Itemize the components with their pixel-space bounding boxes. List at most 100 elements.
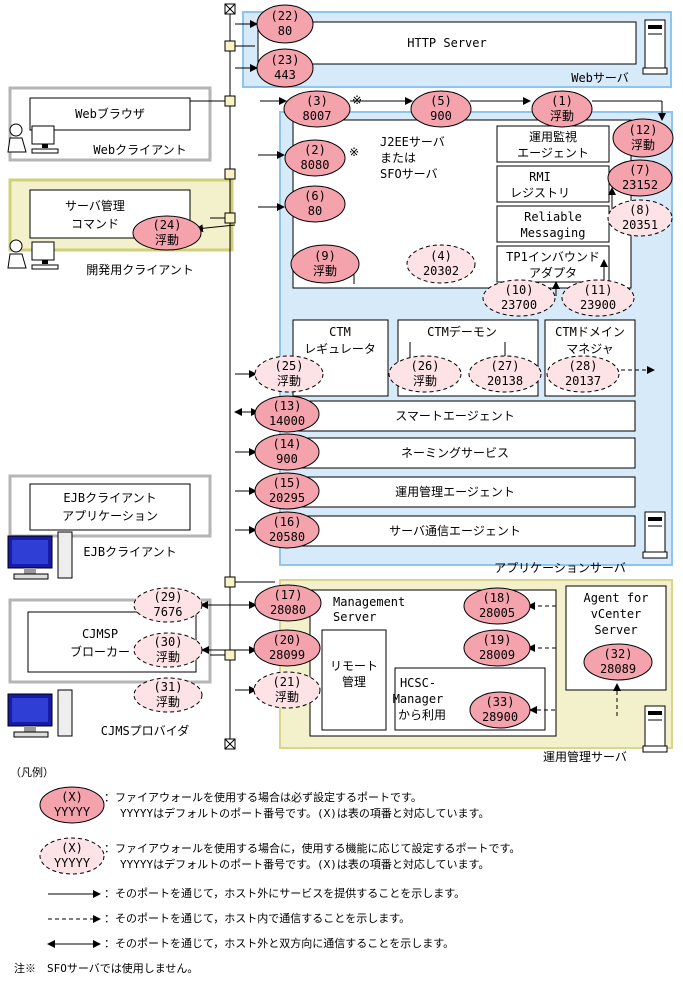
port-1-value: 浮動 xyxy=(550,109,574,123)
port-oval-21 xyxy=(253,671,321,709)
port-oval-14 xyxy=(254,433,320,471)
port-23-value: 443 xyxy=(274,68,296,82)
http-server-box xyxy=(257,21,637,65)
port-26-number: (26) xyxy=(411,359,440,373)
hcsc-label-1: HCSC- xyxy=(400,676,436,690)
legend-optional-value: YYYYY xyxy=(54,856,91,870)
port-24-number: (24) xyxy=(153,218,182,232)
port-28-number: (28) xyxy=(569,359,598,373)
legend-arrow-internal-desc: ：そのポートを通じて，ホスト内で通信することを示します。 xyxy=(104,912,411,925)
port-32-number: (32) xyxy=(604,647,633,661)
port-31-value: 浮動 xyxy=(156,695,180,709)
port-19-number: (19) xyxy=(483,633,512,647)
cjms-provider-label: CJMSプロバイダ xyxy=(101,723,189,738)
port-oval-30 xyxy=(133,632,203,668)
agent-label-2: vCenter xyxy=(591,607,642,621)
mgmt-label-1: Management xyxy=(333,595,405,609)
port-15-value: 20295 xyxy=(269,491,305,505)
smart-agent-box xyxy=(292,400,636,432)
port-32-value: 28089 xyxy=(600,662,636,676)
port-14-value: 900 xyxy=(276,452,298,466)
legend: (X) YYYYY (X) YYYYY xyxy=(39,786,105,948)
port-oval-12 xyxy=(612,118,674,158)
port-3-number: (3) xyxy=(306,94,328,108)
note-mark-2: ※ xyxy=(349,145,359,159)
port-10-value: 23700 xyxy=(501,298,537,312)
smart-agent-label: スマートエージェント xyxy=(395,409,514,423)
user-workstation-icon xyxy=(7,239,59,270)
port-33-number: (33) xyxy=(486,695,515,709)
network-backbone xyxy=(190,3,275,750)
cjmsp-label-1: CJMSP xyxy=(82,627,118,641)
ctm-reg-label-2: レギュレータ xyxy=(304,342,376,356)
ejb-app-label-1: EJBクライアント xyxy=(63,491,156,505)
port-20-number: (20) xyxy=(273,633,302,647)
port-oval-9 xyxy=(290,244,360,284)
port-9-value: 浮動 xyxy=(313,264,337,278)
port-oval-6 xyxy=(284,185,346,223)
port-33-value: 28900 xyxy=(482,710,518,724)
port-oval-10 xyxy=(482,279,556,317)
legend-optional-desc-1: ：ファイアウォールを使用する場合に，使用する機能に応じて設定するポートです。 xyxy=(104,842,521,855)
port-oval-1 xyxy=(531,90,593,128)
legend-arrow-bidir-desc: ：そのポートを通じて，ホスト外と双方向に通信することを示します。 xyxy=(104,937,455,950)
port-17-value: 28080 xyxy=(270,603,306,617)
tp1-box xyxy=(496,245,610,283)
port-23-number: (23) xyxy=(271,53,300,67)
port-14-number: (14) xyxy=(273,437,302,451)
port-25-value: 浮動 xyxy=(277,374,301,388)
port-19-value: 28009 xyxy=(479,648,515,662)
port-oval-15 xyxy=(254,472,320,510)
port-18-value: 28005 xyxy=(479,606,515,620)
ctm-dm-label-2: マネジャ xyxy=(566,342,613,356)
port-15-number: (15) xyxy=(273,476,302,490)
mgmt-server-zone-label: 運用管理サーバ xyxy=(543,749,627,764)
port-27-number: (27) xyxy=(491,359,520,373)
port-24-value: 浮動 xyxy=(155,233,179,247)
port-17-number: (17) xyxy=(274,588,303,602)
agent-label-3: Server xyxy=(594,623,637,637)
port-6-value: 80 xyxy=(308,204,322,218)
port-oval-32 xyxy=(583,643,653,681)
port-oval-17 xyxy=(254,584,322,622)
naming-box xyxy=(292,437,636,469)
port-oval-7 xyxy=(607,159,673,197)
hcsc-label-2: Manager xyxy=(393,692,444,706)
port-21-value: 浮動 xyxy=(275,690,299,704)
server-comm-agent-label: サーバ通信エージェント xyxy=(389,524,521,538)
op-monitor-label-1: 運用監視 xyxy=(529,129,577,144)
port-29-number: (29) xyxy=(154,590,183,604)
legend-optional-desc-2: YYYYYはデフォルトのポート番号です。(X)は表の項番と対応しています。 xyxy=(120,858,490,871)
port-oval-33 xyxy=(469,691,531,729)
port-4-value: 20302 xyxy=(423,264,459,278)
server-tower-icon xyxy=(642,705,668,753)
port-16-number: (16) xyxy=(273,515,302,529)
port-oval-13 xyxy=(254,395,320,433)
dev-client-label: 開発用クライアント xyxy=(86,263,194,277)
port-oval-4 xyxy=(406,244,476,284)
port-12-number: (12) xyxy=(629,123,658,137)
legend-optional-oval xyxy=(39,837,105,875)
port-oval-24 xyxy=(132,215,202,251)
legend-optional-label: (X) xyxy=(61,841,83,855)
port-oval-27 xyxy=(468,355,542,393)
port-labels: (22) 80 (23) 443 (3) 8007 (5) 900 (1) 浮動… xyxy=(153,9,659,724)
port-27-value: 20138 xyxy=(487,374,523,388)
port-18-number: (18) xyxy=(483,591,512,605)
port-5-value: 900 xyxy=(430,109,452,123)
op-monitor-box xyxy=(496,125,610,163)
port-13-value: 14000 xyxy=(269,414,305,428)
port-oval-28 xyxy=(546,355,620,393)
ctm-reg-label-1: CTM xyxy=(329,325,351,339)
legend-required-desc-2: YYYYYはデフォルトのポート番号です。(X)は表の項番と対応しています。 xyxy=(120,807,490,820)
legend-arrow-out-desc: ：そのポートを通じて，ホスト外にサービスを提供することを示します。 xyxy=(104,887,466,900)
port-oval-22 xyxy=(256,4,314,44)
port-2-number: (2) xyxy=(304,143,326,157)
port-28-value: 20137 xyxy=(565,374,601,388)
port-6-number: (6) xyxy=(304,189,326,203)
port-30-number: (30) xyxy=(154,635,183,649)
port-8-number: (8) xyxy=(629,203,651,217)
port-oval-25 xyxy=(254,355,324,393)
port-oval-18 xyxy=(463,587,531,625)
port-11-number: (11) xyxy=(584,283,613,297)
